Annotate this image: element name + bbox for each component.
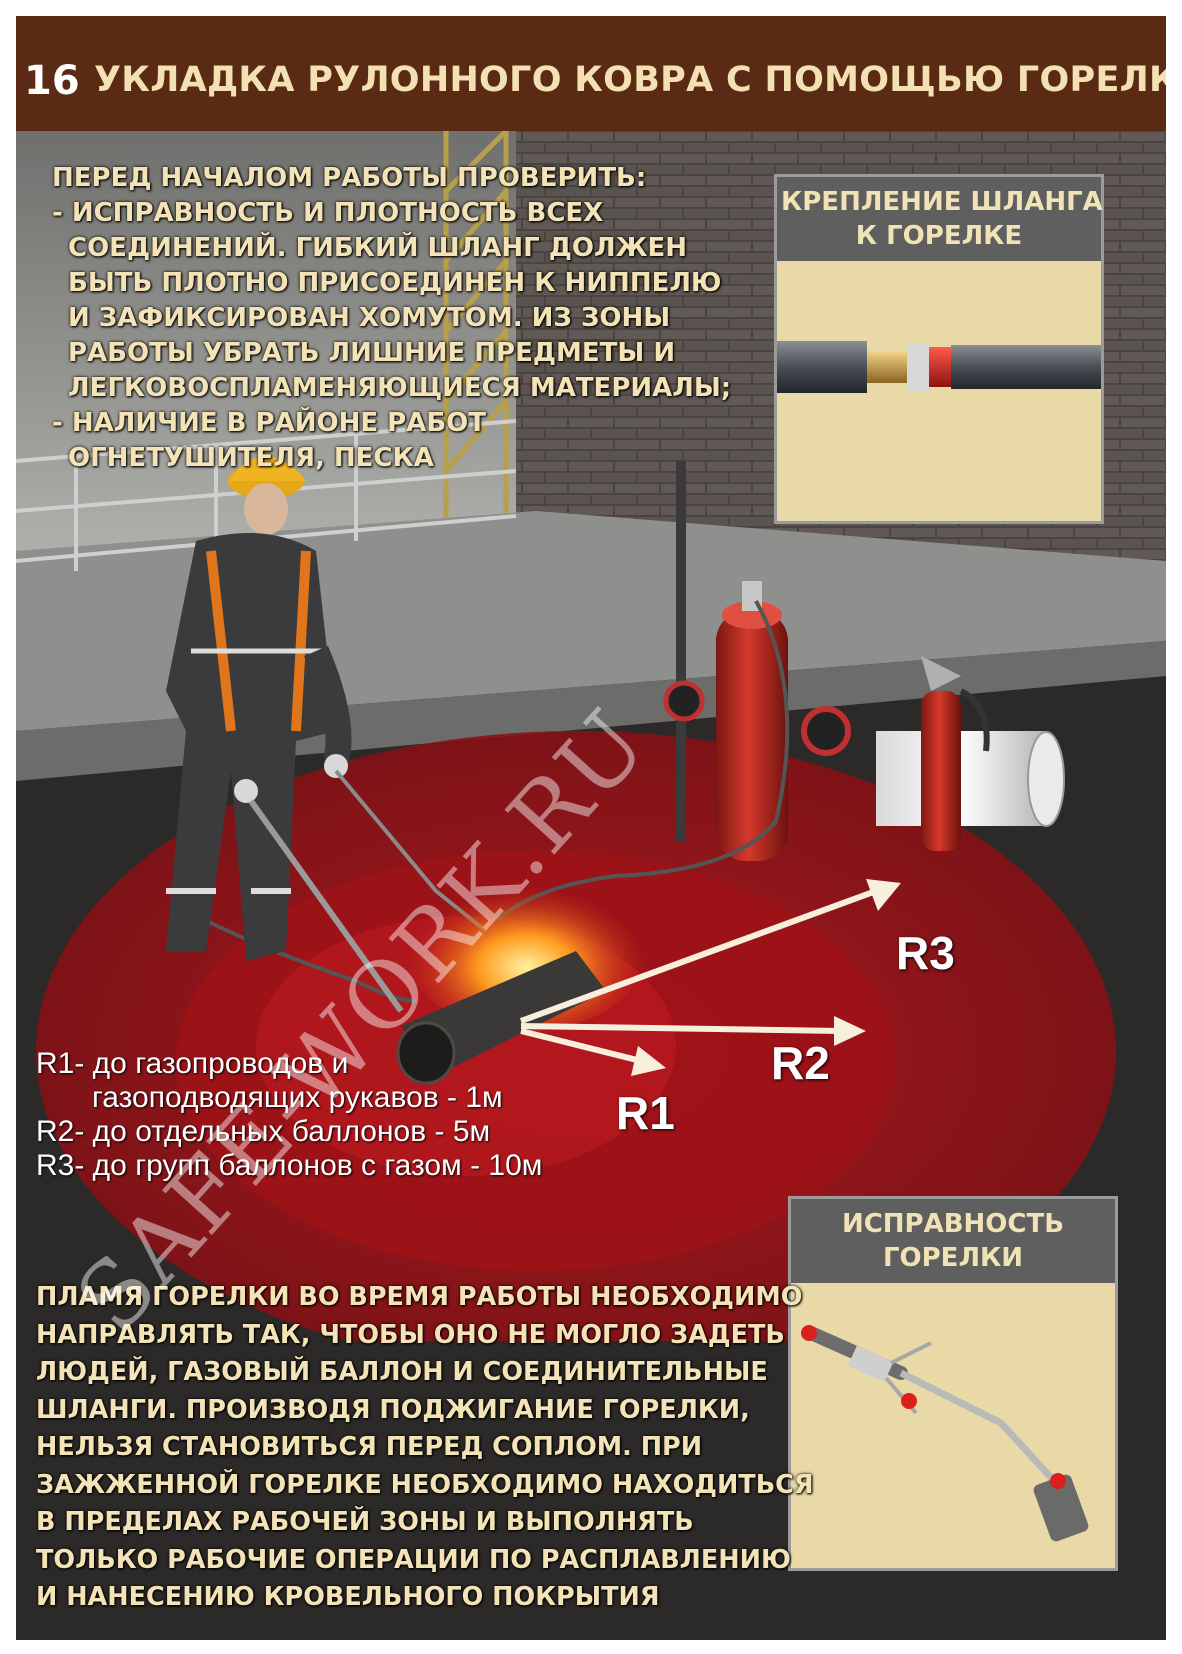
inspection-point-icon [901,1393,917,1409]
instruction-line: НЕЛЬЗЯ СТАНОВИТЬСЯ ПЕРЕД СОПЛОМ. ПРИ [36,1432,703,1462]
range-line: R2- до отдельных баллонов - 5м [36,1115,491,1148]
inset-hose-attachment: КРЕПЛЕНИЕ ШЛАНГА К ГОРЕЛКЕ [774,174,1104,524]
intro-line: ПЕРЕД НАЧАЛОМ РАБОТЫ ПРОВЕРИТЬ: [52,163,647,193]
inset-title-line: ГОРЕЛКИ [882,1243,1024,1273]
range-line: R1- до газопроводов и [36,1047,349,1080]
intro-line: РАБОТЫ УБРАТЬ ЛИШНИЕ ПРЕДМЕТЫ И [68,338,676,368]
poster-header: 16 УКЛАДКА РУЛОННОГО КОВРА С ПОМОЩЬЮ ГОР… [16,16,1166,131]
instruction-line: ШЛАНГИ. ПРОИЗВОДЯ ПОДЖИГАНИЕ ГОРЕЛКИ, [36,1394,750,1425]
inspection-point-icon [801,1325,817,1341]
instruction-line: ТОЛЬКО РАБОЧИЕ ОПЕРАЦИИ ПО РАСПЛАВЛЕНИЮ [36,1544,791,1575]
inset-title-line: ИСПРАВНОСТЬ [841,1209,1065,1239]
range-line: газоподводящих рукавов - 1м [92,1081,503,1114]
intro-line: И ЗАФИКСИРОВАН ХОМУТОМ. ИЗ ЗОНЫ [68,303,671,333]
inspection-point-icon [1050,1473,1066,1489]
poster-number: 16 [24,58,80,104]
instruction-line: ЛЮДЕЙ, ГАЗОВЫЙ БАЛЛОН И СОЕДИНИТЕЛЬНЫЕ [36,1357,768,1387]
hose-fitting-illustration [777,341,1101,393]
instruction-line: ЗАЖЖЕННОЙ ГОРЕЛКЕ НЕОБХОДИМО НАХОДИТЬСЯ [36,1469,814,1500]
instruction-line: В ПРЕДЕЛАХ РАБОЧЕЙ ЗОНЫ И ВЫПОЛНЯТЬ [36,1507,694,1537]
radius-label-r3: R3 [896,927,955,979]
scene-illustration: ПЕРЕД НАЧАЛОМ РАБОТЫ ПРОВЕРИТЬ: - ИСПРАВ… [16,131,1166,1640]
intro-text: ПЕРЕД НАЧАЛОМ РАБОТЫ ПРОВЕРИТЬ: - ИСПРАВ… [52,161,772,476]
distance-legend: R1- до газопроводов и газоподводящих рук… [36,1047,636,1183]
intro-line: СОЕДИНЕНИЙ. ГИБКИЙ ШЛАНГ ДОЛЖЕН [68,233,687,263]
safety-instructions: ПЛАМЯ ГОРЕЛКИ ВО ВРЕМЯ РАБОТЫ НЕОБХОДИМО… [36,1279,816,1617]
radius-label-r1: R1 [616,1087,675,1139]
inset-torch-title: ИСПРАВНОСТЬ ГОРЕЛКИ [791,1199,1115,1283]
intro-line: - НАЛИЧИЕ В РАЙОНЕ РАБОТ [52,408,486,438]
range-line: R3- до групп баллонов с газом - 10м [36,1149,543,1182]
intro-line: - ИСПРАВНОСТЬ И ПЛОТНОСТЬ ВСЕХ [52,198,604,228]
intro-line: ЛЕГКОВОСПЛАМЕНЯЮЩИЕСЯ МАТЕРИАЛЫ; [68,373,732,403]
poster-frame: 16 УКЛАДКА РУЛОННОГО КОВРА С ПОМОЩЬЮ ГОР… [16,16,1166,1640]
radius-label-r2: R2 [771,1037,830,1089]
torch-illustration [801,1325,1089,1542]
instruction-line: НАПРАВЛЯТЬ ТАК, ЧТОБЫ ОНО НЕ МОГЛО ЗАДЕТ… [36,1319,785,1350]
inset-torch-condition: ИСПРАВНОСТЬ ГОРЕЛКИ [788,1196,1118,1571]
intro-line: ОГНЕТУШИТЕЛЯ, ПЕСКА [68,443,434,473]
instruction-line: ПЛАМЯ ГОРЕЛКИ ВО ВРЕМЯ РАБОТЫ НЕОБХОДИМО [36,1282,803,1312]
poster-title: УКЛАДКА РУЛОННОГО КОВРА С ПОМОЩЬЮ ГОРЕЛК… [94,60,1166,100]
inset-title-line: К ГОРЕЛКЕ [855,221,1023,251]
inset-title-line: КРЕПЛЕНИЕ ШЛАНГА [781,187,1103,217]
intro-line: БЫТЬ ПЛОТНО ПРИСОЕДИНЕН К НИППЕЛЮ [68,268,722,298]
instruction-line: И НАНЕСЕНИЮ КРОВЕЛЬНОГО ПОКРЫТИЯ [36,1582,660,1612]
inset-hose-title: КРЕПЛЕНИЕ ШЛАНГА К ГОРЕЛКЕ [777,177,1103,261]
